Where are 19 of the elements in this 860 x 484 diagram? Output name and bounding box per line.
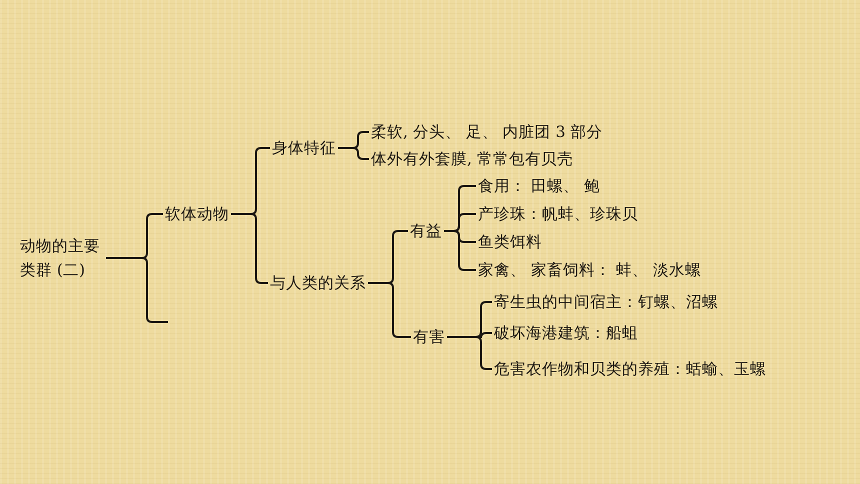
node-label: 食用： 田螺、 鲍 [478,174,600,198]
node-label: 家禽、 家畜饲料： 蚌、 淡水螺 [478,258,701,282]
brace-connector [106,257,168,323]
node-label: 寄生虫的中间宿主：钉螺、沼螺 [494,290,718,314]
brace-connector [338,147,369,160]
brace-connector [444,230,476,271]
node-label: 动物的主要类群 (二) [20,234,104,282]
node-label: 身体特征 [272,136,336,160]
node-label: 有害 [413,325,445,349]
node-label: 危害农作物和贝类的养殖：蛞蝓、玉螺 [494,357,766,381]
node-label: 体外有外套膜, 常常包有贝壳 [371,147,573,171]
node-label: 软体动物 [165,202,229,226]
node-label: 破坏海港建筑：船蛆 [494,321,638,345]
node-label: 柔软, 分头、 足、 内脏团 3 部分 [371,120,602,144]
node-label: 有益 [410,219,442,243]
node-label: 鱼类饵料 [478,230,542,254]
node-label: 与人类的关系 [270,271,366,295]
brace-connector [368,282,411,338]
node-label: 产珍珠：帆蚌、珍珠贝 [478,202,638,226]
